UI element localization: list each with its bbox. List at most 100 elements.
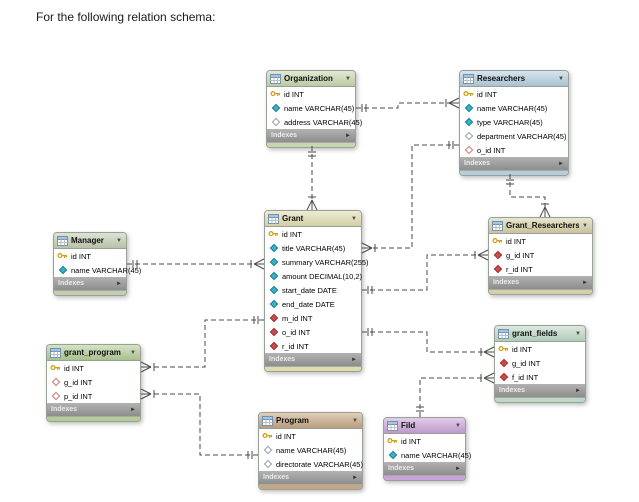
- field-row[interactable]: name VARCHAR(45): [384, 448, 471, 462]
- expand-arrow-icon[interactable]: ►: [558, 160, 564, 167]
- relationship-Researchers-Grant[interactable]: [362, 144, 459, 249]
- field-label: type VARCHAR(45): [477, 117, 543, 127]
- field-label: title VARCHAR(45): [282, 243, 346, 253]
- collapse-arrow-icon[interactable]: ▼: [558, 75, 564, 82]
- table-Grant[interactable]: Grant▼id INT title VARCHAR(45) summary VAR…: [264, 210, 369, 372]
- field-row[interactable]: id INT: [495, 342, 585, 356]
- table-Program[interactable]: Program▼id INT name VARCHAR(45) directorat…: [258, 412, 363, 490]
- expand-arrow-icon[interactable]: ►: [582, 279, 588, 286]
- field-row[interactable]: summary VARCHAR(255): [265, 255, 369, 269]
- primary-key-icon: [498, 346, 508, 352]
- field-label: name VARCHAR(45): [477, 103, 548, 113]
- field-row[interactable]: id INT: [265, 227, 361, 241]
- field-row[interactable]: id INT: [47, 361, 140, 375]
- field-row[interactable]: g_id INT: [47, 375, 140, 389]
- nullable-attribute-icon: [263, 459, 272, 469]
- field-row[interactable]: amount DECIMAL(10,2): [265, 269, 362, 283]
- indexes-section[interactable]: Indexes►: [47, 403, 140, 416]
- relationship-Grant-grant_program[interactable]: [141, 319, 264, 368]
- collapse-arrow-icon[interactable]: ▼: [352, 417, 358, 424]
- field-row[interactable]: id INT: [267, 87, 355, 101]
- field-row[interactable]: id INT: [259, 429, 362, 443]
- field-row[interactable]: f_id INT: [495, 370, 585, 384]
- field-row[interactable]: id INT: [489, 234, 592, 248]
- collapse-arrow-icon[interactable]: ▼: [116, 237, 122, 244]
- relationship-Fild-grant_fields[interactable]: [419, 377, 494, 417]
- indexes-section[interactable]: Indexes►: [460, 157, 568, 170]
- field-label: r_id INT: [506, 264, 533, 274]
- expand-arrow-icon[interactable]: ►: [130, 406, 136, 413]
- table-header[interactable]: Program▼: [259, 413, 362, 429]
- indexes-section[interactable]: Indexes►: [384, 462, 465, 475]
- table-header[interactable]: Researchers▼: [460, 71, 568, 87]
- table-header[interactable]: Organization▼: [267, 71, 355, 87]
- foreign-key-icon: [269, 341, 278, 351]
- table-header[interactable]: grant_fields▼: [495, 326, 585, 342]
- field-label: name VARCHAR(45): [276, 445, 347, 455]
- field-row[interactable]: id INT: [384, 434, 465, 448]
- expand-arrow-icon[interactable]: ►: [116, 280, 122, 287]
- table-header[interactable]: Grant_Researchers▼: [489, 218, 592, 234]
- expand-arrow-icon[interactable]: ►: [352, 474, 358, 481]
- field-row[interactable]: type VARCHAR(45): [460, 115, 568, 129]
- collapse-arrow-icon[interactable]: ▼: [345, 75, 351, 82]
- collapse-arrow-icon[interactable]: ▼: [575, 330, 581, 337]
- relationship-Program-grant_program[interactable]: [141, 393, 258, 456]
- field-row[interactable]: r_id INT: [489, 262, 592, 276]
- field-row[interactable]: o_id INT: [265, 325, 361, 339]
- field-row[interactable]: name VARCHAR(45): [259, 443, 362, 457]
- field-row[interactable]: directorate VARCHAR(45): [259, 457, 363, 471]
- field-row[interactable]: g_id INT: [495, 356, 585, 370]
- indexes-section[interactable]: Indexes►: [267, 129, 355, 142]
- relationship-Grant-Grant_Researchers[interactable]: [362, 254, 488, 291]
- field-row[interactable]: g_id INT: [489, 248, 592, 262]
- field-row[interactable]: title VARCHAR(45): [265, 241, 361, 255]
- table-header[interactable]: grant_program▼: [47, 345, 140, 361]
- relationship-Grant-grant_fields[interactable]: [362, 331, 494, 353]
- collapse-arrow-icon[interactable]: ▼: [582, 222, 588, 229]
- field-row[interactable]: m_id INT: [265, 311, 361, 325]
- relationship-Researchers-Grant_Researchers[interactable]: [509, 174, 546, 217]
- table-header[interactable]: Manager▼: [54, 233, 126, 249]
- field-row[interactable]: name VARCHAR(45): [54, 263, 141, 277]
- indexes-section[interactable]: Indexes►: [259, 471, 362, 484]
- field-row[interactable]: end_date DATE: [265, 297, 361, 311]
- expand-arrow-icon[interactable]: ►: [345, 132, 351, 139]
- expand-arrow-icon[interactable]: ►: [575, 387, 581, 394]
- indexes-section[interactable]: Indexes►: [489, 276, 592, 289]
- table-header[interactable]: Grant▼: [265, 211, 361, 227]
- field-row[interactable]: p_id INT: [47, 389, 140, 403]
- indexes-section[interactable]: Indexes ►: [54, 277, 126, 290]
- field-row[interactable]: r_id INT: [265, 339, 361, 353]
- table-Researchers[interactable]: Researchers▼id INT name VARCHAR(45) type V…: [459, 70, 569, 176]
- indexes-section[interactable]: Indexes►: [495, 384, 585, 397]
- collapse-arrow-icon[interactable]: ▼: [455, 422, 461, 429]
- table-header[interactable]: Fild▼: [384, 418, 465, 434]
- primary-key-icon: [270, 91, 280, 97]
- expand-arrow-icon[interactable]: ►: [455, 465, 461, 472]
- expand-arrow-icon[interactable]: ►: [351, 356, 357, 363]
- field-row[interactable]: id INT: [54, 249, 126, 263]
- indexes-section[interactable]: Indexes►: [265, 353, 361, 366]
- field-row[interactable]: o_id INT: [460, 143, 568, 157]
- field-row[interactable]: address VARCHAR(45): [267, 115, 362, 129]
- field-label: start_date DATE: [282, 285, 337, 295]
- field-row[interactable]: id INT: [460, 87, 568, 101]
- field-row[interactable]: start_date DATE: [265, 283, 361, 297]
- notnull-attribute-icon: [269, 271, 278, 281]
- field-row[interactable]: department VARCHAR(45): [460, 129, 568, 143]
- field-row[interactable]: name VARCHAR(45): [267, 101, 355, 115]
- indexes-label: Indexes: [58, 280, 85, 287]
- collapse-arrow-icon[interactable]: ▼: [351, 215, 357, 222]
- relationship-Organization-Researchers[interactable]: [356, 102, 459, 109]
- collapse-arrow-icon[interactable]: ▼: [130, 349, 136, 356]
- table-icon: [492, 220, 503, 231]
- field-row[interactable]: name VARCHAR(45): [460, 101, 568, 115]
- table-bottom-strip: [384, 475, 465, 480]
